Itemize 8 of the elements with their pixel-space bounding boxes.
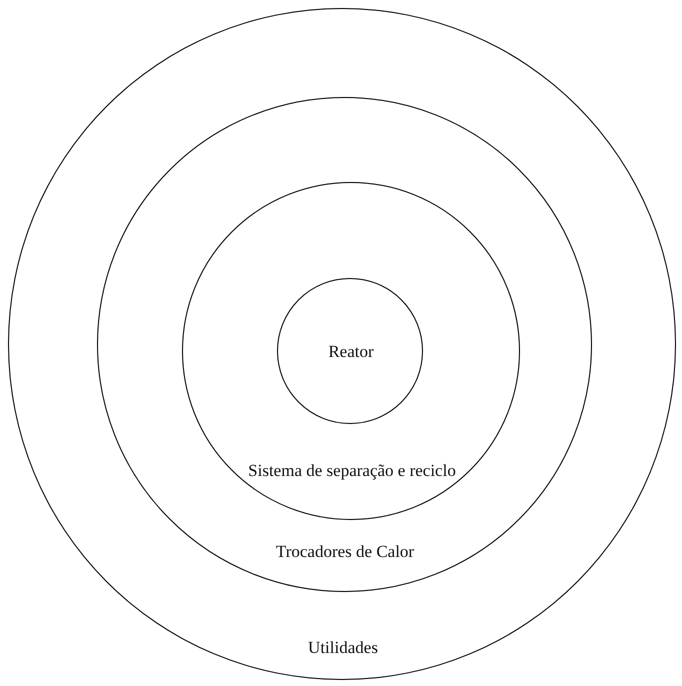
- layer-label: Utilidades: [308, 638, 378, 658]
- layer-label: Trocadores de Calor: [276, 542, 414, 562]
- ring-circle: [182, 182, 520, 520]
- ring-circle: [277, 278, 423, 424]
- layer-label: Reator: [328, 342, 374, 362]
- ring-circle: [8, 8, 676, 680]
- ring-circle: [97, 97, 592, 592]
- layer-label: Sistema de separação e reciclo: [247, 460, 457, 482]
